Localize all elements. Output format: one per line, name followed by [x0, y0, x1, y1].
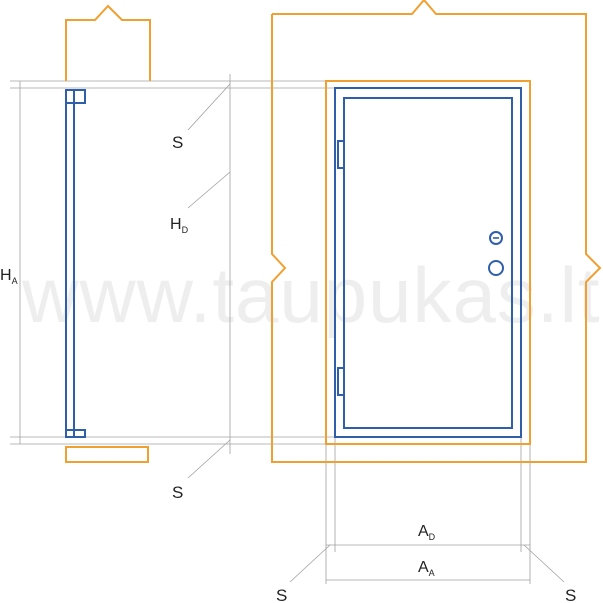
label-hd: HD	[170, 216, 189, 235]
floor-slab	[65, 446, 149, 463]
door-front	[334, 87, 522, 438]
watermark-text: www.taupukas.lt	[21, 251, 601, 339]
hinge-bottom-icon	[337, 367, 345, 396]
label-s-top: S	[172, 133, 183, 152]
wall-section-side	[65, 4, 151, 463]
door-leaf	[343, 97, 513, 429]
door-frame-side	[65, 89, 86, 438]
door-frame	[334, 87, 522, 438]
label-aa: AA	[418, 559, 435, 578]
labels: S HD HA S AD AA S S	[0, 133, 576, 603]
lock-cylinder-icon	[489, 231, 503, 245]
hinge-top-icon	[337, 140, 345, 169]
label-ha: HA	[0, 267, 18, 286]
wall-outline	[271, 0, 602, 463]
label-s-bottom: S	[172, 483, 183, 502]
label-s-left: S	[276, 586, 287, 603]
dimension-lines	[10, 74, 565, 584]
door-handle-icon	[488, 260, 504, 276]
wall-front	[271, 0, 602, 463]
label-s-right: S	[565, 586, 576, 603]
label-ad: AD	[418, 523, 436, 542]
wall-opening	[325, 80, 531, 445]
wall-top-break	[65, 4, 151, 81]
